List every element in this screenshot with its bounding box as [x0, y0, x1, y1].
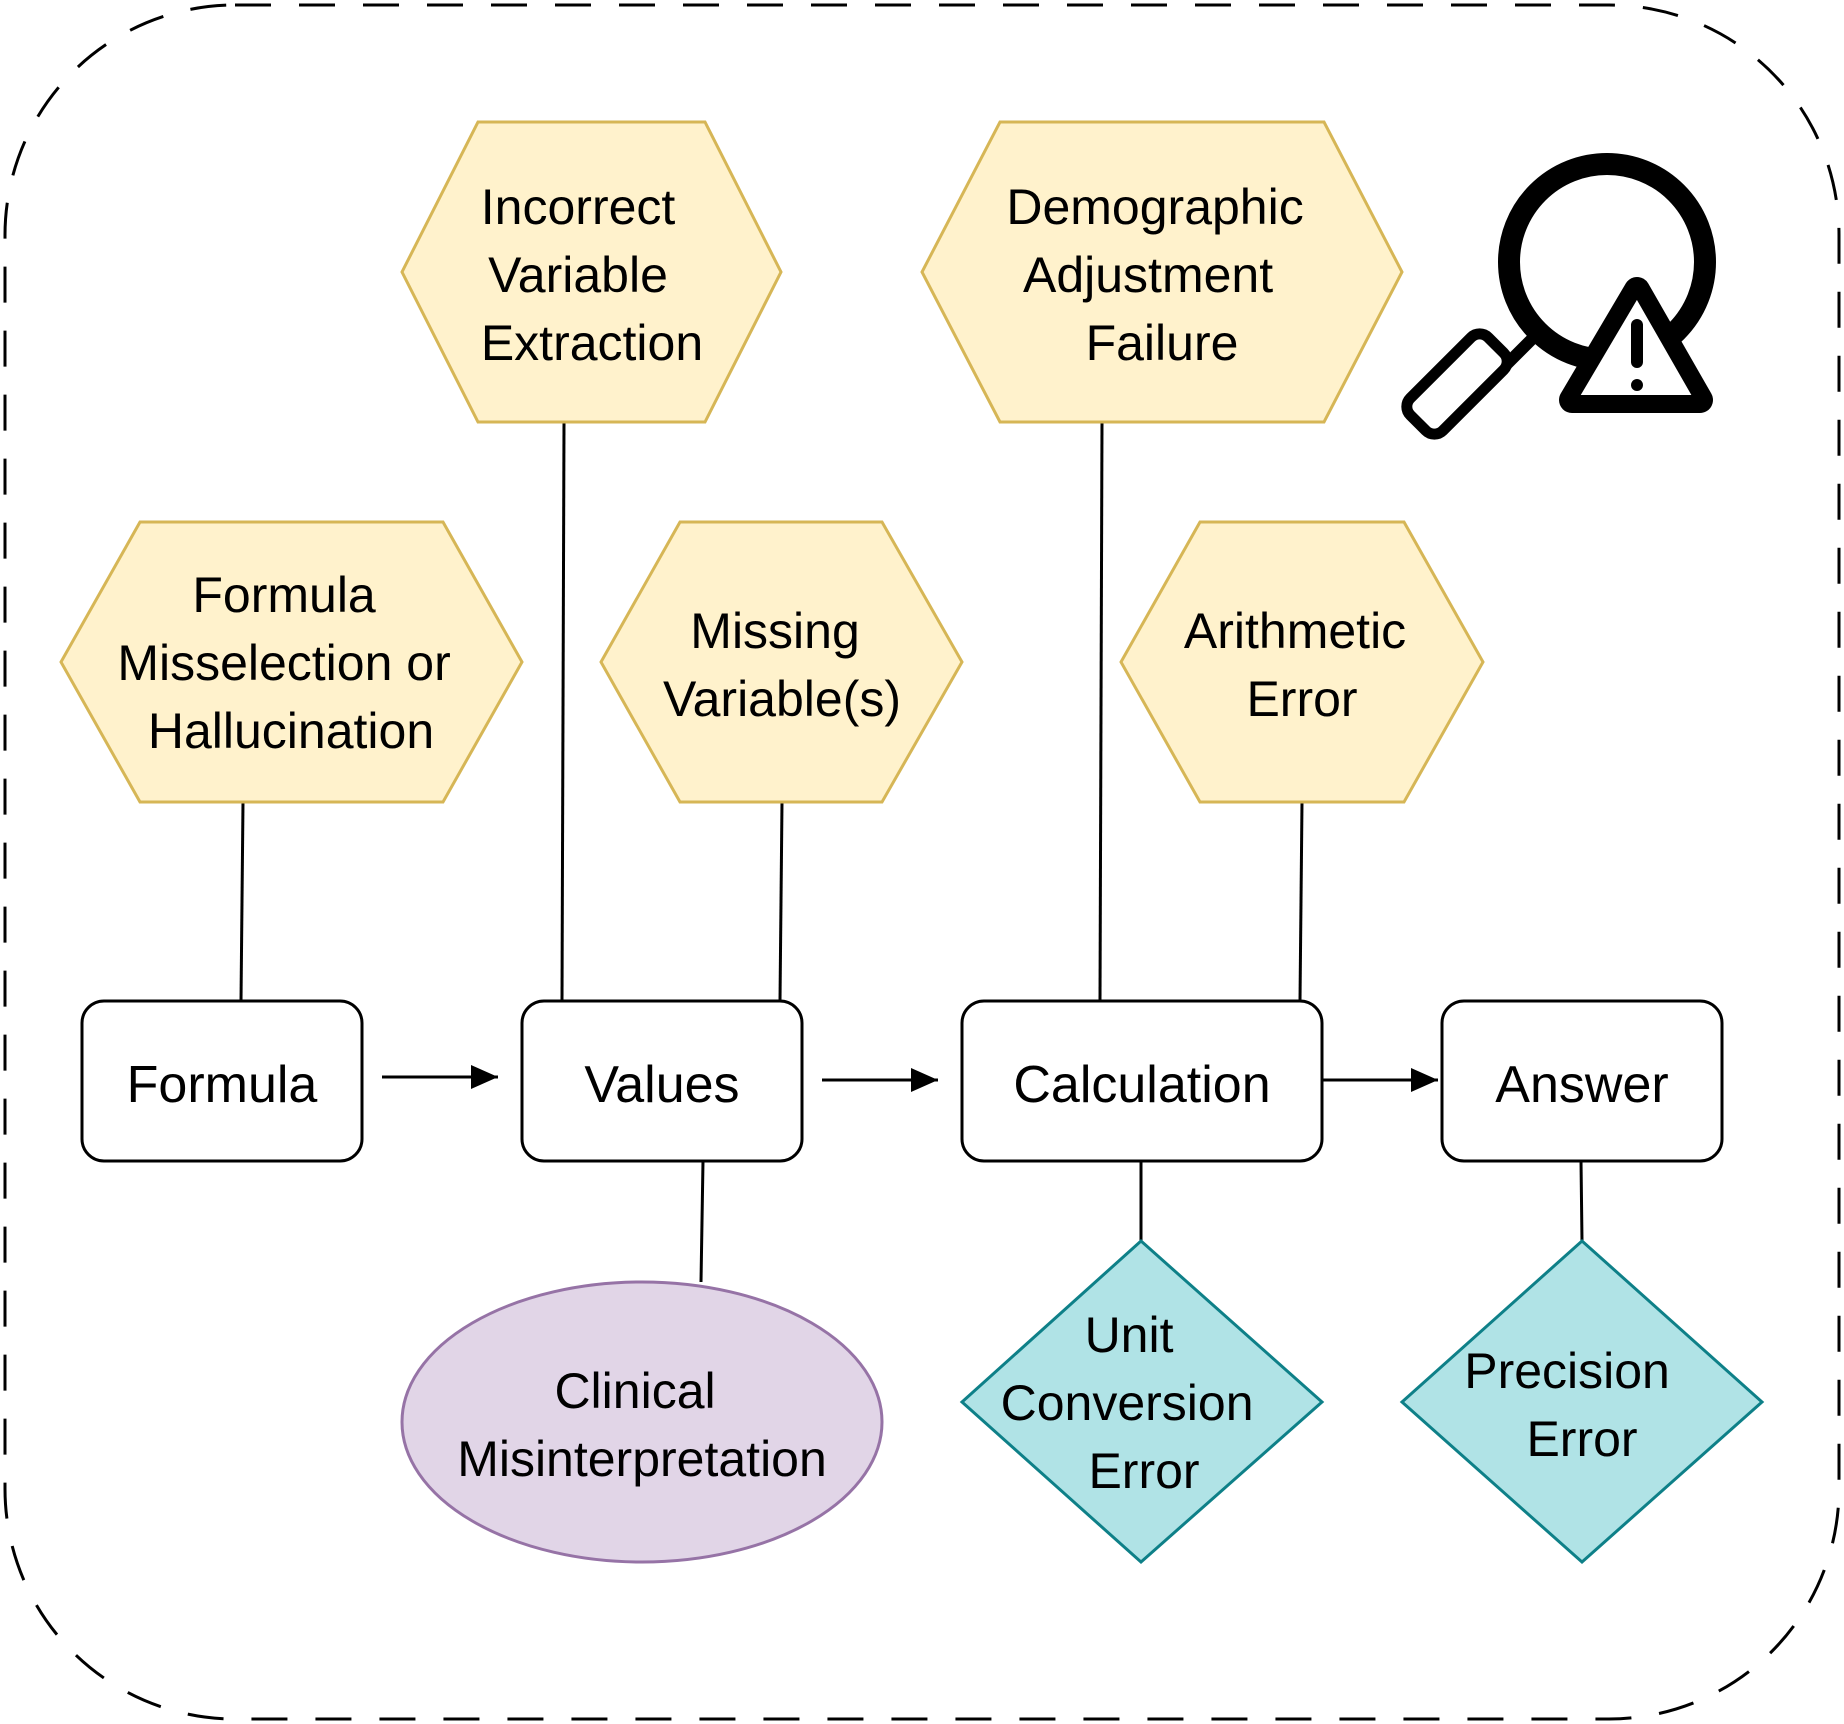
dashed-frame [3, 3, 1841, 1721]
svg-text:Precision Error: Precision Error [1464, 1343, 1684, 1467]
label-line: Clinical [554, 1363, 715, 1419]
label-line: Hallucination [148, 703, 434, 759]
hexagon-formula-misselection: Formula Misselection or Hallucination [59, 520, 524, 804]
connector-incorrect-variable-extraction [560, 421, 566, 1002]
step-label: Values [584, 1056, 739, 1114]
hexagon-missing-variables: Missing Variable(s) [599, 520, 964, 804]
label-line: Demographic [1006, 179, 1303, 235]
label-line: Formula [192, 567, 376, 623]
step-box-values: Values [520, 999, 804, 1163]
label-line: Unit [1085, 1307, 1174, 1363]
label-line: Arithmetic [1184, 603, 1406, 659]
connector-lines [239, 421, 1584, 1283]
step-box-calculation: Calculation [960, 999, 1324, 1163]
connector-precision-error [1579, 1160, 1584, 1242]
diamond-precision-error: Precision Error [1399, 1238, 1765, 1565]
label-line: Failure [1086, 315, 1239, 371]
label-line: Missing [690, 603, 859, 659]
label-line: Extraction [481, 315, 703, 371]
label-line: Variable(s) [663, 671, 901, 727]
svg-text:Missing Variable(s): Missing Variable(s) [663, 603, 901, 727]
hexagon-demographic-adjustment-failure: Demographic Adjustment Failure [920, 120, 1404, 424]
label-line: Variable [488, 247, 668, 303]
label-line: Precision [1464, 1343, 1670, 1399]
connector-formula-misselection [239, 801, 245, 1002]
ellipse-clinical-misinterpretation: Clinical Misinterpretation [400, 1280, 884, 1564]
svg-text:Demographic Adjustment: Demographic Adjustment Failure [1006, 179, 1317, 371]
label-line: Adjustment [1023, 247, 1273, 303]
label-line: Misselection or [117, 635, 450, 691]
svg-text:Formula Misselection or: Formula Misselection or Hallucination [117, 567, 464, 759]
step-label: Answer [1495, 1056, 1668, 1114]
step-box-answer: Answer [1440, 999, 1724, 1163]
svg-text:Incorrect Variable: Incorrect Variable Extraction [481, 179, 703, 371]
step-label: Calculation [1013, 1056, 1270, 1114]
diamond-unit-conversion-error: Unit Conversion Error [959, 1238, 1325, 1565]
svg-text:Unit Conversion Er: Unit Conversion Error [1001, 1307, 1268, 1499]
label-line: Error [1246, 671, 1357, 727]
connector-arithmetic-error [1298, 801, 1304, 1002]
label-line: Error [1526, 1411, 1637, 1467]
step-label: Formula [127, 1056, 318, 1114]
flow-arrows [382, 1065, 1438, 1092]
label-line: Error [1088, 1443, 1199, 1499]
hexagon-incorrect-variable-extraction: Incorrect Variable Extraction [400, 120, 783, 424]
connector-missing-variables [778, 801, 784, 1002]
connector-demographic-adjustment [1098, 421, 1104, 1002]
magnifier-warning-icon [1401, 153, 1716, 440]
hexagon-arithmetic-error: Arithmetic Error [1119, 520, 1485, 804]
label-line: Incorrect [481, 179, 676, 235]
connector-clinical-misinterpretation [699, 1160, 705, 1283]
label-line: Misinterpretation [457, 1431, 827, 1487]
step-box-formula: Formula [80, 999, 364, 1163]
label-line: Conversion [1001, 1375, 1254, 1431]
svg-text:Arithmetic Error: Arithmetic Error [1184, 603, 1420, 727]
svg-text:Clinical Misinterpretati: Clinical Misinterpretation [457, 1363, 827, 1487]
